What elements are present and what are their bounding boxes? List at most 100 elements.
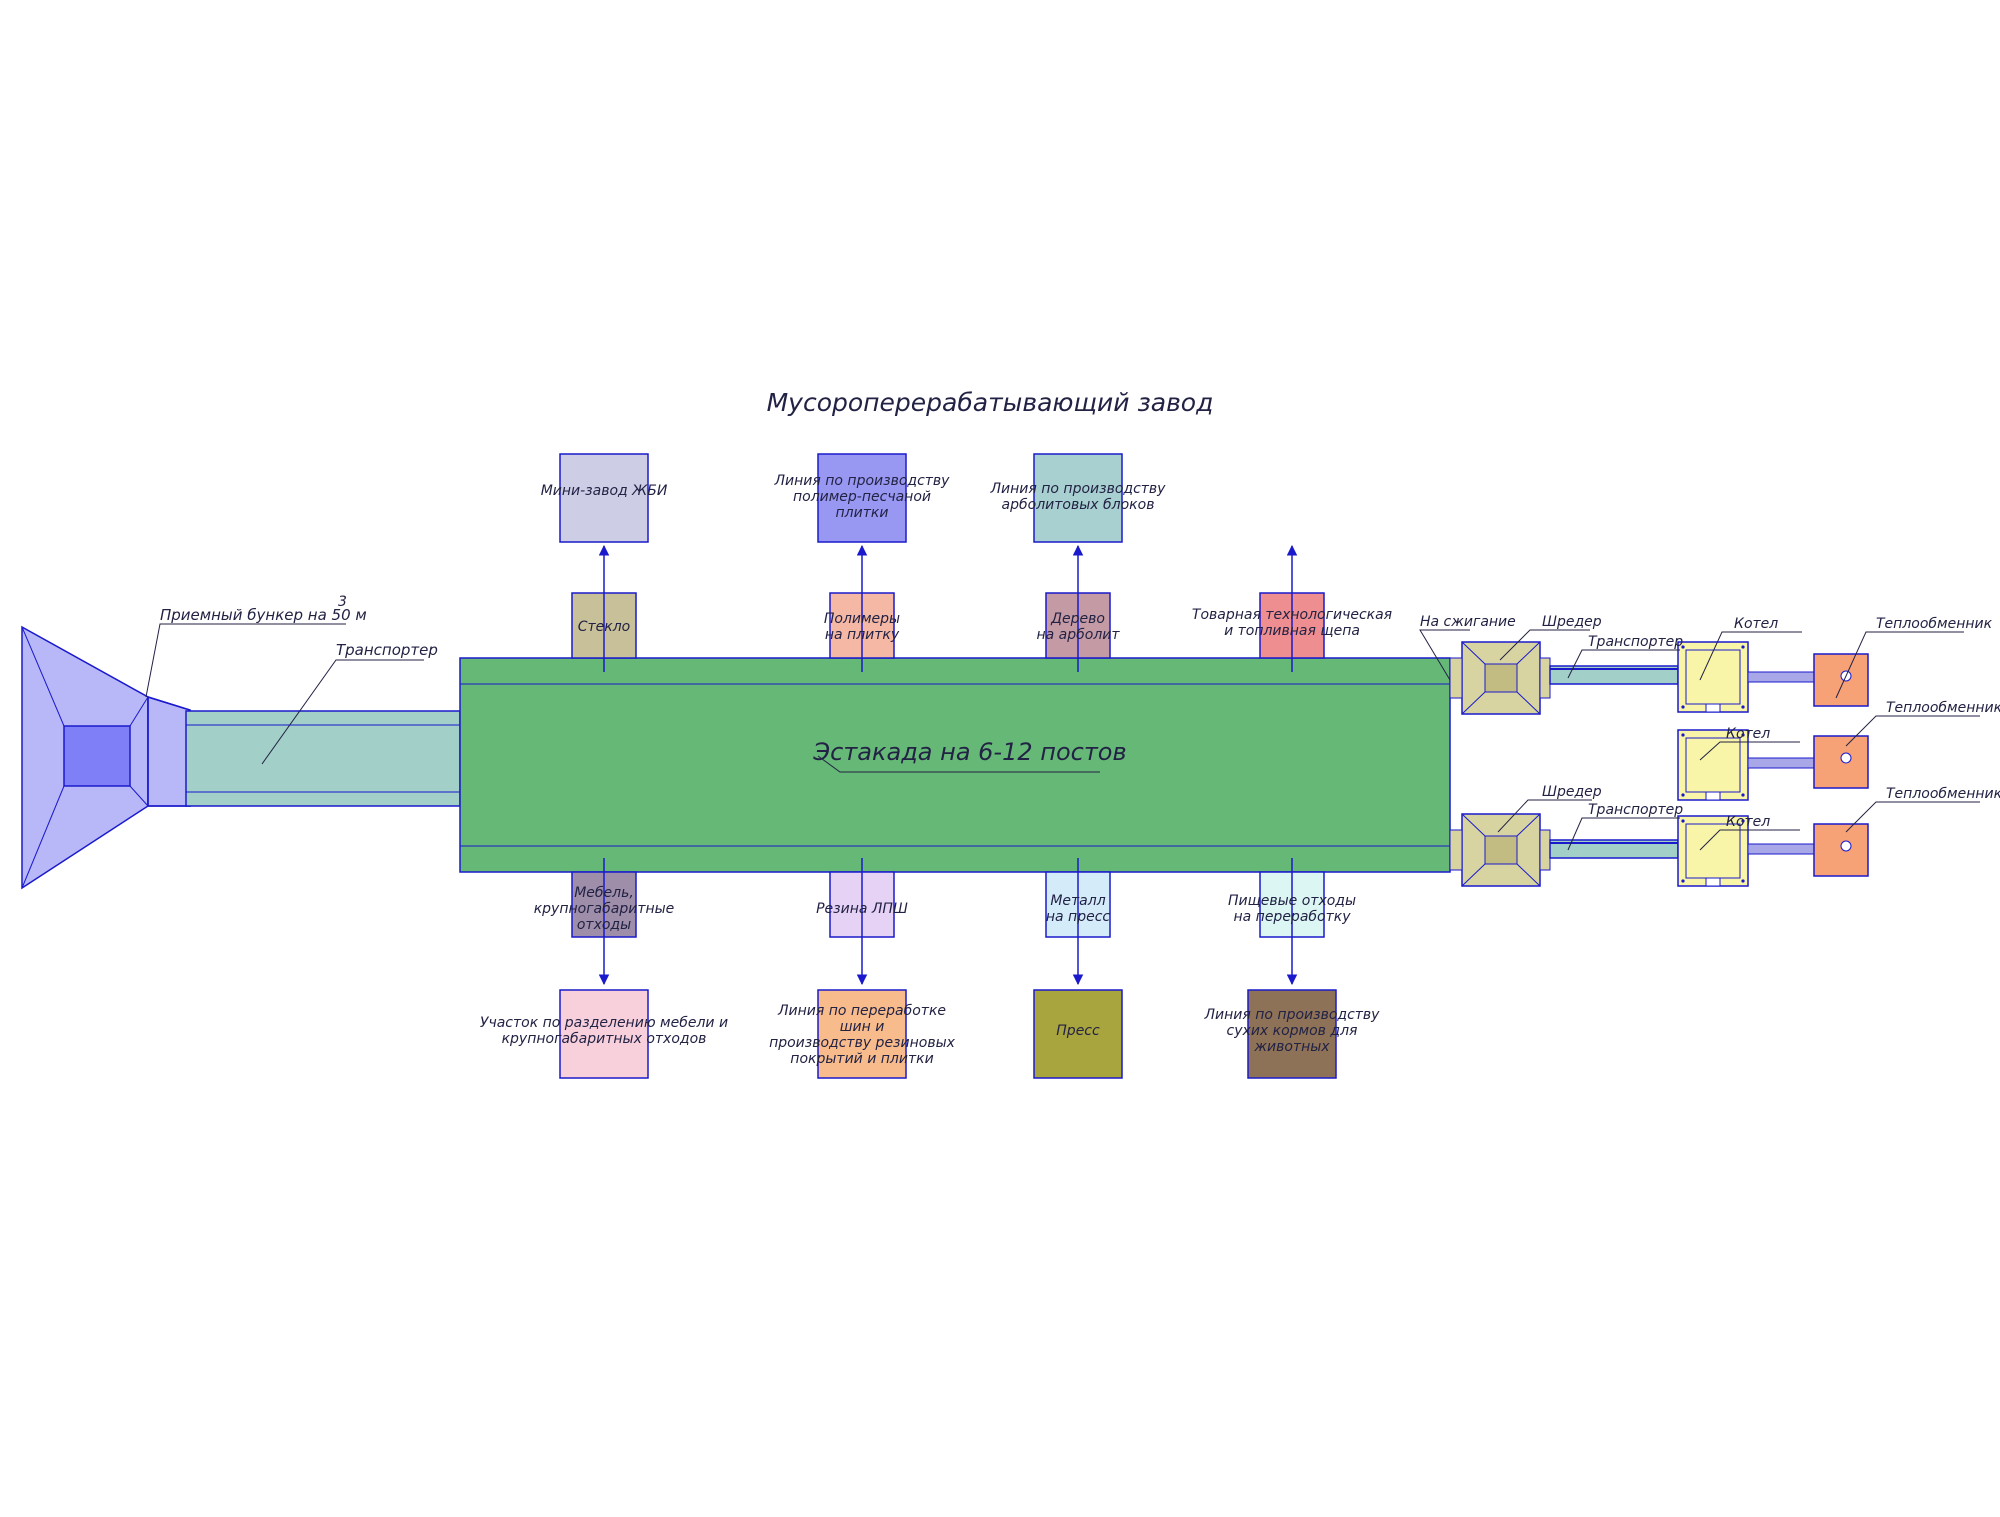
- shredder-edge: [1516, 813, 1541, 837]
- leader-line: [1567, 817, 1680, 851]
- boiler-bolt: [1741, 733, 1745, 737]
- heat-exchanger-port: [1840, 840, 1852, 852]
- leader-line: [1835, 631, 1964, 699]
- leader-line: [1419, 629, 1470, 681]
- hopper-outline: [147, 695, 191, 807]
- receiving-hopper: [21, 625, 191, 890]
- hopper-edge: [129, 696, 149, 727]
- boiler-door: [1705, 877, 1721, 887]
- shredder-core: [1484, 835, 1518, 865]
- hopper-edge: [21, 785, 65, 889]
- boiler: [1677, 729, 1749, 801]
- heat-exchanger-label: Теплообменник: [1876, 616, 1993, 632]
- diagram-title: Мусороперерабатывающий завод: [767, 388, 1214, 417]
- shredder-edge: [1461, 691, 1486, 715]
- line-bottom-3: [1247, 989, 1337, 1079]
- boiler-bolt: [1681, 705, 1685, 709]
- shredder-outlet: [1539, 657, 1551, 699]
- hopper-core: [63, 725, 131, 787]
- leader-line: [1845, 715, 1980, 747]
- pipe: [1747, 757, 1815, 769]
- boiler-door: [1705, 703, 1721, 713]
- shredder-outlet: [1539, 829, 1551, 871]
- conveyor-label: Транспортер: [336, 641, 438, 659]
- shredder-edge: [1516, 641, 1541, 665]
- shredder-edge: [1461, 813, 1486, 837]
- boiler-bolt: [1741, 645, 1745, 649]
- heat-exchanger-port: [1840, 752, 1852, 764]
- line-bottom-label: Пресс: [1056, 1023, 1100, 1039]
- line-top-1: [817, 453, 907, 543]
- boiler-label: Котел: [1734, 616, 1778, 632]
- boiler-bolt: [1741, 705, 1745, 709]
- line-top-2: [1033, 453, 1123, 543]
- pipe: [1747, 843, 1815, 855]
- boiler-bolt: [1681, 645, 1685, 649]
- boiler: [1677, 815, 1749, 887]
- estakada: [459, 657, 1451, 873]
- boiler-bolt: [1681, 879, 1685, 883]
- boiler-bolt: [1741, 879, 1745, 883]
- shredder-edge: [1516, 863, 1541, 887]
- hopper-edge: [21, 626, 65, 727]
- shredder-core: [1484, 663, 1518, 693]
- pipe: [1747, 671, 1815, 683]
- boiler-door: [1705, 791, 1721, 801]
- estakada-label: Эстакада на 6-12 постов: [812, 738, 1126, 766]
- hopper-leader-line: [145, 623, 346, 698]
- conveyor-leader-line: [261, 659, 424, 765]
- heat-exchanger: [1813, 653, 1869, 707]
- boiler-label: Котел: [1726, 726, 1770, 742]
- estakada-leader-line: [817, 755, 1100, 773]
- hopper-edge: [129, 785, 149, 807]
- line-top-0: [559, 453, 649, 543]
- boiler-label: Котел: [1726, 814, 1770, 830]
- boiler-bolt: [1681, 793, 1685, 797]
- line-bottom-1: [817, 989, 907, 1079]
- shredder-edge: [1461, 641, 1486, 665]
- hopper-label: Приемный бункер на 50 м: [160, 606, 367, 624]
- shredder-edge: [1461, 863, 1486, 887]
- boiler-bolt: [1741, 793, 1745, 797]
- line-bottom-0: [559, 989, 649, 1079]
- leader-line: [1567, 649, 1680, 679]
- line-top-label: Мини-завод ЖБИ: [541, 483, 668, 499]
- shredder-label: Шредер: [1542, 784, 1602, 800]
- leader-line: [1699, 741, 1800, 761]
- hopper-label-superscript: 3: [338, 594, 347, 610]
- boiler-bolt: [1681, 819, 1685, 823]
- heat-exchanger: [1813, 823, 1869, 877]
- conveyor-label: Транспортер: [1588, 802, 1683, 818]
- leader-line: [1699, 631, 1802, 681]
- heat-exchanger: [1813, 735, 1869, 789]
- line-bottom-2: [1033, 989, 1123, 1079]
- shredder-edge: [1516, 691, 1541, 715]
- conveyor-label: Транспортер: [1588, 634, 1683, 650]
- shredder-label: Шредер: [1542, 614, 1602, 630]
- heat-exchanger-label: Теплообменник: [1886, 700, 2000, 716]
- heat-exchanger-label: Теплообменник: [1886, 786, 2000, 802]
- leader-line: [1845, 801, 1980, 833]
- burn-label: На сжигание: [1420, 614, 1516, 630]
- leader-line: [1699, 829, 1800, 851]
- boiler: [1677, 641, 1749, 713]
- boiler-bolt: [1741, 819, 1745, 823]
- boiler-bolt: [1681, 733, 1685, 737]
- shredder-inlet: [1449, 829, 1463, 871]
- leader-line: [1497, 799, 1592, 833]
